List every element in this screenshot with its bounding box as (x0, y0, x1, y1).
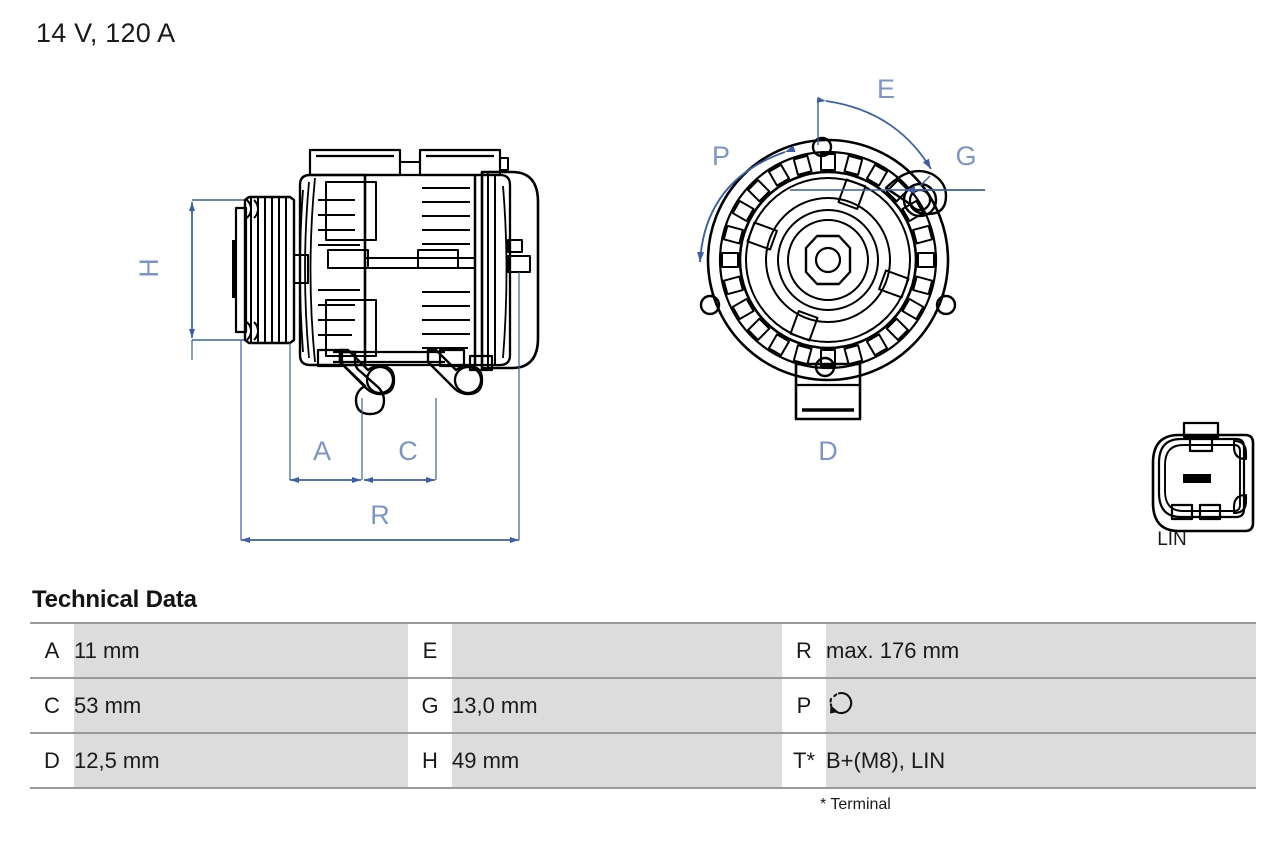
table-footnote: * Terminal (820, 796, 891, 813)
technical-data-table: A 11 mm E R max. 176 mm C 53 mm G 13,0 m… (30, 622, 1256, 789)
dimension-label-c: C (398, 436, 418, 466)
technical-data-section: Technical Data A 11 mm E R max. 176 mm C… (30, 586, 1256, 814)
row-value-h: 49 mm (452, 732, 782, 789)
row-value-terminal: B+(M8), LIN (826, 732, 1256, 789)
row-key-a: A (30, 622, 74, 679)
row-value-a: 11 mm (74, 622, 408, 679)
row-value-p (826, 677, 1256, 734)
row-key-h: H (408, 732, 452, 789)
table-row: D 12,5 mm H 49 mm T* B+(M8), LIN (30, 732, 1256, 789)
alternator-side-view-geometry (232, 148, 540, 416)
lin-connector-label: LIN (1157, 529, 1187, 550)
rotation-direction-icon (826, 688, 856, 724)
row-key-p: P (782, 677, 826, 734)
dimension-label-d: D (818, 436, 838, 466)
row-key-r: R (782, 622, 826, 679)
table-row: C 53 mm G 13,0 mm P (30, 677, 1256, 734)
dimension-label-g: G (955, 141, 976, 171)
technical-data-heading: Technical Data (32, 586, 197, 613)
dimension-label-h: H (134, 258, 164, 278)
row-value-c: 53 mm (74, 677, 408, 734)
alternator-front-view-geometry (699, 136, 957, 421)
row-key-d: D (30, 732, 74, 789)
row-value-e (452, 622, 782, 679)
dimension-label-r: R (370, 500, 390, 530)
table-row: A 11 mm E R max. 176 mm (30, 622, 1256, 679)
row-value-g: 13,0 mm (452, 677, 782, 734)
row-value-r: max. 176 mm (826, 622, 1256, 679)
dimension-label-p: P (712, 141, 730, 171)
dimension-label-a: A (313, 436, 331, 466)
row-key-g: G (408, 677, 452, 734)
row-key-terminal: T* (782, 732, 826, 789)
lin-connector-geometry (1151, 421, 1255, 533)
row-value-d: 12,5 mm (74, 732, 408, 789)
dimension-label-e: E (877, 74, 895, 104)
row-key-c: C (30, 677, 74, 734)
technical-drawing-area: H A C R E G P D LIN (134, 74, 1255, 550)
page-title: 14 V, 120 A (36, 18, 176, 48)
row-key-e: E (408, 622, 452, 679)
